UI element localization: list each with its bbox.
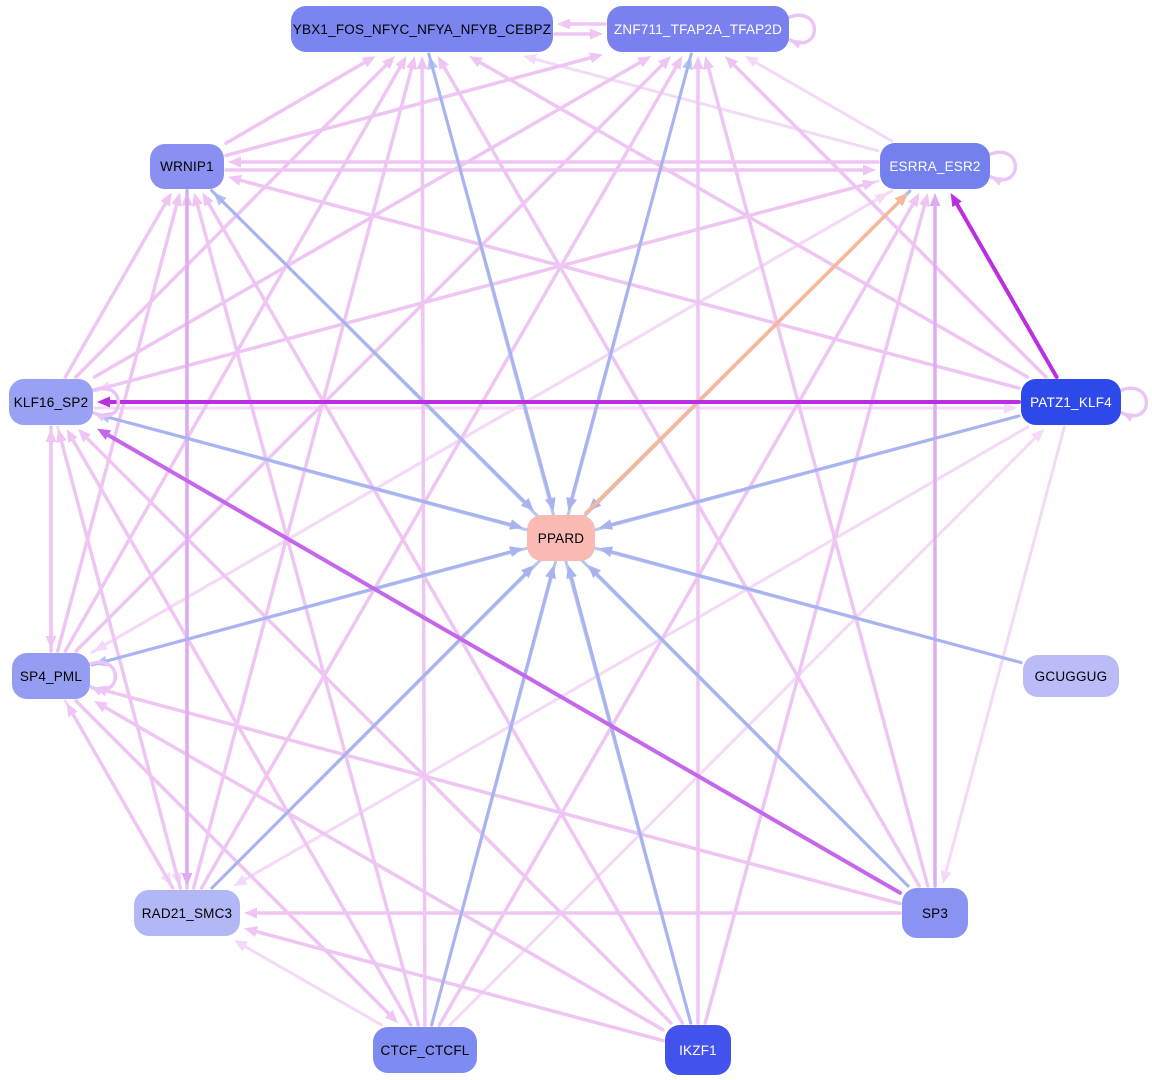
node-label: PATZ1_KLF4 <box>1030 394 1112 410</box>
edge-ctcf-ybx1 <box>416 56 428 1027</box>
edge-sp3-esrra <box>929 193 941 888</box>
edge-ikzf1-klf16 <box>78 429 673 1025</box>
edge-ctcf-patz1 <box>448 429 1045 1027</box>
self-loop-patz1 <box>1117 386 1149 422</box>
node-sp4[interactable]: SP4_PML <box>12 653 90 699</box>
edge-ikzf1-esrra <box>703 193 930 1025</box>
edge-klf16-wrnip1 <box>63 192 172 379</box>
self-loop-klf16 <box>89 386 121 422</box>
self-loop-sp4 <box>86 660 118 696</box>
edge-patz1-wrnip1 <box>228 175 1021 390</box>
self-loop-znf711 <box>785 13 817 49</box>
edge-ctcf-klf16 <box>66 429 413 1027</box>
edge-sp3-znf711 <box>703 56 930 888</box>
node-gcuggug[interactable]: GCUGGUG <box>1023 655 1119 697</box>
node-znf711[interactable]: ZNF711_TFAP2A_TFAP2D <box>607 6 789 52</box>
edge-ikzf1-znf711 <box>692 56 704 1025</box>
edge-sp4-ppard <box>90 546 523 667</box>
node-patz1[interactable]: PATZ1_KLF4 <box>1021 379 1121 425</box>
edge-klf16-sp4 <box>45 425 57 649</box>
edge-ctcf-esrra <box>437 193 920 1027</box>
node-label: SP3 <box>921 905 949 921</box>
node-ybx1[interactable]: YBX1_FOS_NFYC_NFYA_NFYB_CEBPZ <box>291 6 553 52</box>
node-label: WRNIP1 <box>160 158 214 174</box>
edge-gcuggug-ppard <box>599 546 1023 664</box>
edge-znf711-ppard <box>566 52 693 511</box>
edge-ybx1-znf711 <box>553 28 603 40</box>
edge-esrra-ybx1 <box>523 54 880 153</box>
node-label: KLF16_SP2 <box>13 394 89 410</box>
edge-ikzf1-sp4 <box>94 700 665 1032</box>
edge-wrnip1-rad21 <box>181 188 193 886</box>
edge-esrra-wrnip1 <box>228 156 880 168</box>
edge-rad21-ybx1 <box>191 56 417 890</box>
edge-rad21-ppard <box>210 565 535 890</box>
edge-znf711-ybx1 <box>557 18 607 30</box>
node-ctcf[interactable]: CTCF_CTCFL <box>373 1027 477 1073</box>
edge-esrra-znf711 <box>744 56 894 143</box>
node-label: GCUGGUG <box>1034 668 1108 684</box>
node-label: IKZF1 <box>679 1042 717 1058</box>
node-label: CTCF_CTCFL <box>380 1042 470 1058</box>
edge-klf16-esrra <box>93 179 876 393</box>
node-esrra[interactable]: ESRRA_ESR2 <box>880 143 990 189</box>
node-label: SP4_PML <box>19 668 83 684</box>
edge-sp3-klf16 <box>97 428 902 895</box>
edge-patz1-znf711 <box>725 56 1048 379</box>
node-label: ESRRA_ESR2 <box>889 158 981 174</box>
node-label: YBX1_FOS_NFYC_NFYA_NFYB_CEBPZ <box>292 21 552 37</box>
edge-ikzf1-ppard <box>566 565 693 1025</box>
edge-patz1-klf16 <box>97 396 1021 408</box>
edge-klf16-znf711 <box>92 56 652 379</box>
edge-sp3-sp4 <box>94 685 902 906</box>
edge-sp4-ctcf <box>74 699 398 1023</box>
edge-ctcf-wrnip1 <box>192 192 421 1027</box>
self-loop-esrra <box>986 150 1018 186</box>
node-sp3[interactable]: SP3 <box>902 888 968 938</box>
edge-patz1-esrra <box>950 193 1059 379</box>
node-label: RAD21_SMC3 <box>141 905 233 921</box>
edge-ctcf-rad21 <box>233 940 384 1027</box>
edge-rad21-znf711 <box>199 56 683 890</box>
edge-ybx1-ppard <box>427 52 556 511</box>
edge-sp3-rad21 <box>244 907 902 919</box>
node-label: PPARD <box>537 530 585 546</box>
edge-wrnip1-ybx1 <box>224 56 376 146</box>
node-klf16[interactable]: KLF16_SP2 <box>9 379 93 425</box>
edge-klf16-patz1 <box>93 402 1017 414</box>
node-label: ZNF711_TFAP2A_TFAP2D <box>613 21 783 37</box>
edge-wrnip1-ppard <box>210 189 534 511</box>
node-wrnip1[interactable]: WRNIP1 <box>150 143 224 189</box>
node-ppard-target-gene[interactable]: PPARD <box>527 515 595 561</box>
edge-patz1-rad21 <box>233 425 1030 886</box>
edge-sp3-ppard <box>587 565 910 888</box>
edge-ppard-esrra <box>584 193 908 515</box>
node-ikzf1[interactable]: IKZF1 <box>665 1025 731 1075</box>
edge-wrnip1-esrra <box>224 164 876 176</box>
edge-ctcf-ppard <box>430 565 556 1027</box>
edge-patz1-ppard <box>599 414 1021 530</box>
edge-patz1-sp3 <box>940 425 1066 884</box>
edge-klf16-ybx1 <box>74 56 396 379</box>
edge-rad21-sp4 <box>66 703 175 890</box>
edge-rad21-klf16 <box>56 429 183 890</box>
node-rad21[interactable]: RAD21_SMC3 <box>134 890 240 936</box>
edge-sp4-wrnip1 <box>55 192 182 653</box>
edge-wrnip1-znf711 <box>224 52 603 158</box>
edge-klf16-ppard <box>93 412 523 530</box>
